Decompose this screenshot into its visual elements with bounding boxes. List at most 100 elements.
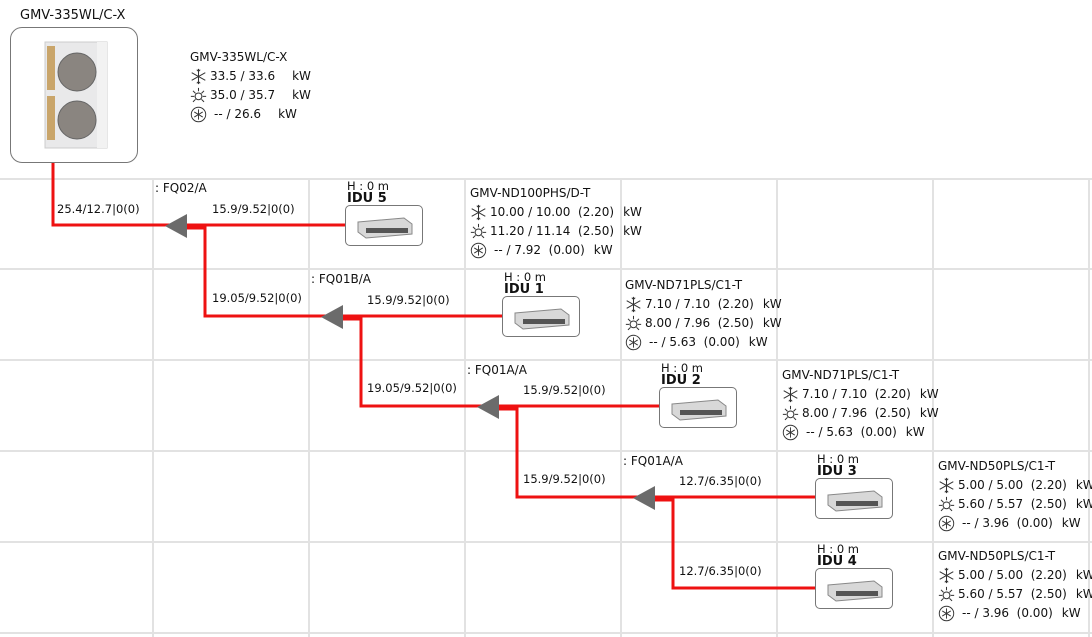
unit: kW bbox=[905, 425, 925, 439]
indoor-unit[interactable] bbox=[345, 205, 423, 246]
branch-joint-icon[interactable] bbox=[321, 305, 343, 329]
cooling-icon bbox=[190, 68, 207, 85]
pipe bbox=[653, 498, 815, 590]
cooling-value: 10.00 / 10.00 (2.20) bbox=[490, 205, 615, 219]
capacity-value: -- / 26.6 bbox=[214, 107, 262, 121]
capacity-value: -- / 5.63 (0.00) bbox=[649, 335, 740, 349]
indoor-unit-image bbox=[514, 308, 570, 330]
heating-icon bbox=[190, 87, 207, 104]
idu-model: GMV-ND71PLS/C1-T bbox=[625, 278, 743, 292]
cooling-value: 5.00 / 5.00 (2.20) bbox=[958, 478, 1067, 492]
main-pipe-label: 25.4/12.7|0(0) bbox=[57, 202, 140, 216]
grid-line bbox=[0, 359, 1092, 361]
unit: kW bbox=[1061, 606, 1081, 620]
grid-line bbox=[0, 268, 1092, 270]
branch-down-pipe-label: 12.7/6.35|0(0) bbox=[679, 564, 762, 578]
indoor-unit[interactable] bbox=[502, 296, 580, 337]
heating-icon bbox=[938, 496, 955, 513]
branch-out-pipe-label: 15.9/9.52|0(0) bbox=[367, 293, 450, 307]
unit: kW bbox=[1075, 478, 1092, 492]
idu-height: H : 0 m bbox=[504, 270, 547, 284]
branch-down-pipe-label: 19.05/9.52|0(0) bbox=[212, 291, 302, 305]
heating-icon bbox=[782, 405, 799, 422]
outdoor-unit-title: GMV-335WL/C-X bbox=[20, 8, 126, 23]
unit: kW bbox=[292, 88, 311, 102]
cooling-value: 7.10 / 7.10 (2.20) bbox=[802, 387, 911, 401]
capacity-icon bbox=[938, 515, 955, 532]
branch-joint-icon[interactable] bbox=[165, 214, 187, 238]
branch-name: : FQ01B/A bbox=[311, 272, 371, 286]
unit: kW bbox=[762, 316, 782, 330]
heating-icon bbox=[938, 586, 955, 603]
cooling-value: 5.00 / 5.00 (2.20) bbox=[958, 568, 1067, 582]
heating-value: 5.60 / 5.57 (2.50) bbox=[958, 497, 1067, 511]
pipe bbox=[51, 162, 345, 227]
grid-line bbox=[308, 178, 310, 637]
capacity-icon bbox=[470, 242, 487, 259]
unit: kW bbox=[919, 387, 939, 401]
grid-line bbox=[776, 178, 778, 637]
idu-name: IDU 3 bbox=[817, 464, 857, 479]
capacity-value: -- / 5.63 (0.00) bbox=[806, 425, 897, 439]
capacity-value: -- / 7.92 (0.00) bbox=[494, 243, 585, 257]
unit: kW bbox=[292, 69, 311, 83]
branch-out-pipe-label: 15.9/9.52|0(0) bbox=[523, 383, 606, 397]
pipe bbox=[497, 407, 633, 499]
branch-name: : FQ01A/A bbox=[467, 363, 527, 377]
indoor-unit-image bbox=[827, 580, 883, 602]
idu-height: H : 0 m bbox=[817, 452, 860, 466]
indoor-unit-image bbox=[827, 490, 883, 512]
branch-joint-icon[interactable] bbox=[477, 395, 499, 419]
pipe bbox=[185, 226, 321, 318]
grid-line bbox=[0, 178, 1092, 180]
outdoor-model: GMV-335WL/C-X bbox=[190, 50, 288, 64]
grid-line bbox=[0, 632, 1092, 634]
idu-info: GMV-ND100PHS/D-T 10.00 / 10.00 (2.20)kW … bbox=[470, 184, 642, 260]
cooling-icon bbox=[938, 477, 955, 494]
cooling-value: 7.10 / 7.10 (2.20) bbox=[645, 297, 754, 311]
idu-height: H : 0 m bbox=[347, 179, 390, 193]
cooling-value: 33.5 / 33.6 bbox=[210, 69, 276, 83]
unit: kW bbox=[278, 107, 297, 121]
idu-model: GMV-ND71PLS/C1-T bbox=[782, 368, 900, 382]
branch-out-pipe-label: 15.9/9.52|0(0) bbox=[212, 202, 295, 216]
branch-down-pipe-label: 15.9/9.52|0(0) bbox=[523, 472, 606, 486]
unit: kW bbox=[748, 335, 768, 349]
idu-height: H : 0 m bbox=[817, 542, 860, 556]
outdoor-unit-image bbox=[44, 41, 108, 149]
idu-height: H : 0 m bbox=[661, 361, 704, 375]
unit: kW bbox=[1075, 587, 1092, 601]
unit: kW bbox=[623, 205, 642, 219]
capacity-icon bbox=[625, 334, 642, 351]
idu-model: GMV-ND50PLS/C1-T bbox=[938, 549, 1056, 563]
capacity-value: -- / 3.96 (0.00) bbox=[962, 606, 1053, 620]
heating-icon bbox=[470, 223, 487, 240]
heating-icon bbox=[625, 315, 642, 332]
branch-out-pipe-label: 12.7/6.35|0(0) bbox=[679, 474, 762, 488]
indoor-unit[interactable] bbox=[815, 478, 893, 519]
idu-name: IDU 1 bbox=[504, 282, 544, 297]
capacity-icon bbox=[938, 605, 955, 622]
branch-name: : FQ02/A bbox=[155, 181, 207, 195]
indoor-unit[interactable] bbox=[815, 568, 893, 609]
idu-name: IDU 4 bbox=[817, 554, 857, 569]
cooling-icon bbox=[470, 204, 487, 221]
unit: kW bbox=[1061, 516, 1081, 530]
indoor-unit-image bbox=[671, 399, 727, 421]
cooling-icon bbox=[625, 296, 642, 313]
branch-joint-icon[interactable] bbox=[633, 486, 655, 510]
outdoor-unit[interactable] bbox=[10, 27, 138, 163]
capacity-value: -- / 3.96 (0.00) bbox=[962, 516, 1053, 530]
cooling-icon bbox=[938, 567, 955, 584]
unit: kW bbox=[1075, 568, 1092, 582]
indoor-unit[interactable] bbox=[659, 387, 737, 428]
unit: kW bbox=[623, 224, 642, 238]
grid-line bbox=[932, 178, 934, 637]
heating-value: 8.00 / 7.96 (2.50) bbox=[802, 406, 911, 420]
pipe bbox=[341, 317, 477, 408]
idu-info: GMV-ND50PLS/C1-T 5.00 / 5.00 (2.20)kW 5.… bbox=[938, 547, 1092, 623]
unit: kW bbox=[919, 406, 939, 420]
idu-info: GMV-ND71PLS/C1-T 7.10 / 7.10 (2.20) kW 8.… bbox=[782, 366, 939, 442]
idu-model: GMV-ND50PLS/C1-T bbox=[938, 459, 1056, 473]
